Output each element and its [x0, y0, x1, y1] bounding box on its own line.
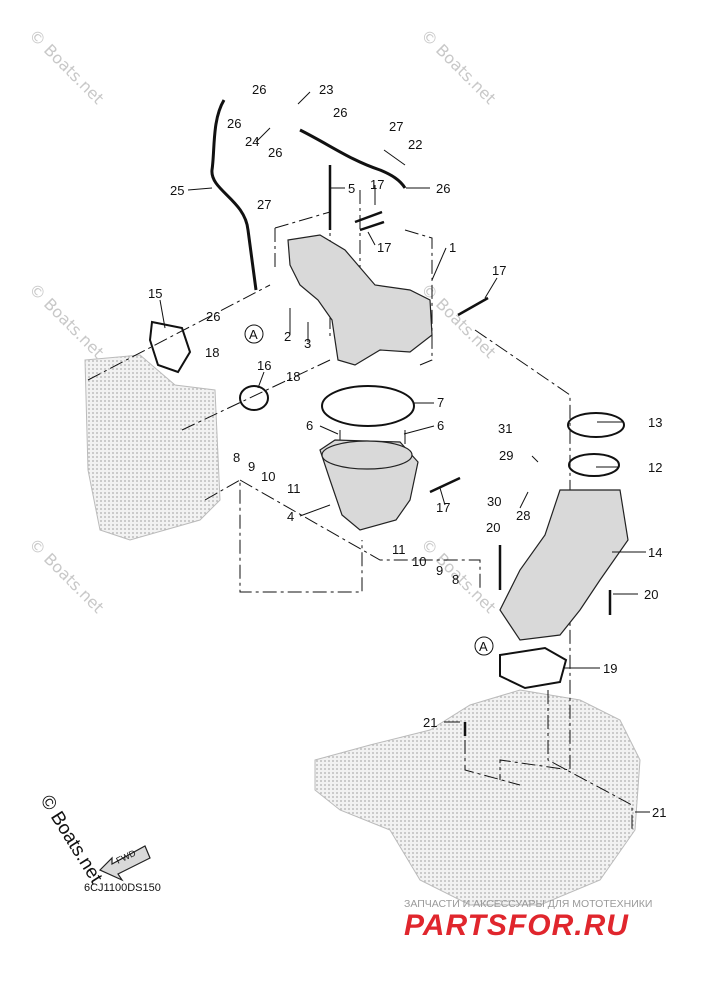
callout: 12	[648, 460, 662, 475]
diagram-code: 6CJ1100DS150	[84, 882, 161, 894]
callout: 24	[245, 134, 259, 149]
callout: 26	[436, 181, 450, 196]
bolts	[328, 165, 612, 736]
watermark: © Boats.net	[25, 25, 107, 107]
callout: 18	[205, 345, 219, 360]
callout: 30	[487, 494, 501, 509]
callout: 9	[436, 563, 443, 578]
gasket-part-19	[499, 646, 568, 690]
callout: 20	[486, 520, 500, 535]
callout: 31	[498, 421, 512, 436]
watermark: © Boats.net	[25, 279, 107, 361]
alignment-line	[87, 284, 271, 381]
alignment-line	[204, 479, 363, 593]
hose-part-22	[299, 128, 407, 189]
callout: 17	[377, 240, 391, 255]
callout: 22	[408, 137, 422, 152]
reference-marker-a: A	[479, 639, 488, 654]
copyright-watermark: © Boats.net	[36, 792, 107, 888]
callout-numbers: 1 2 3 4 5 6 6 7 8 9 10 11 8 9 10 11 12 1…	[148, 82, 666, 820]
callout: 17	[492, 263, 506, 278]
callout: 8	[452, 572, 459, 587]
watermark: © Boats.net	[417, 25, 499, 107]
callout: 27	[389, 119, 403, 134]
hose-part-25	[210, 99, 258, 291]
callout: 2	[284, 329, 291, 344]
shop-tagline: ЗАПЧАСТИ И АКСЕССУАРЫ ДЛЯ МОТОТЕХНИКИ	[404, 898, 652, 910]
callout: 5	[348, 181, 355, 196]
callout: 17	[370, 177, 384, 192]
callout: 25	[170, 183, 184, 198]
callout: 26	[227, 116, 241, 131]
callout: 11	[392, 542, 406, 557]
callout: 29	[499, 448, 513, 463]
engine-block-ghost	[84, 354, 221, 541]
alignment-line	[181, 359, 331, 431]
callout: 28	[516, 508, 530, 523]
reference-marker-a-circle	[244, 324, 264, 344]
callout: 26	[252, 82, 266, 97]
alignment-line	[547, 690, 633, 830]
callout: 27	[257, 197, 271, 212]
reference-marker-a: A	[249, 327, 258, 342]
callout: 6	[437, 418, 444, 433]
callout: 4	[287, 509, 294, 524]
callout: 8	[233, 450, 240, 465]
watermark: © Boats.net	[25, 534, 107, 616]
callout: 20	[644, 587, 658, 602]
callout: 3	[304, 336, 311, 351]
callout: 6	[306, 418, 313, 433]
callout: 26	[268, 145, 282, 160]
callout: 7	[437, 395, 444, 410]
callout: 21	[423, 715, 437, 730]
callout: 16	[257, 358, 271, 373]
callout: 11	[287, 481, 301, 496]
callout: 13	[648, 415, 662, 430]
gasket-part-12	[568, 453, 620, 477]
callout: 23	[319, 82, 333, 97]
oring-part-16	[239, 385, 269, 411]
callout: 9	[248, 459, 255, 474]
callout-leaders	[159, 91, 650, 813]
alignment-line	[464, 740, 521, 786]
alignment-line	[274, 211, 433, 366]
callout: 18	[286, 369, 300, 384]
callout: 10	[261, 469, 275, 484]
reference-marker-a-circle	[474, 636, 494, 656]
callout: 19	[603, 661, 617, 676]
exhaust-elbow-part-14	[499, 489, 629, 641]
gasket-part-13	[567, 412, 625, 438]
callout: 17	[436, 500, 450, 515]
gasket-part-15	[148, 320, 192, 374]
gasket-part-7	[321, 385, 415, 427]
callout: 26	[333, 105, 347, 120]
shop-logo: PARTSFOR.RU	[404, 909, 629, 942]
fwd-arrow-icon	[98, 845, 151, 882]
alignment-line	[474, 329, 571, 780]
callout: 21	[652, 805, 666, 820]
callout: 10	[412, 554, 426, 569]
alignment-line	[239, 479, 481, 590]
exhaust-manifold-part-1	[287, 234, 433, 366]
callout: 1	[449, 240, 456, 255]
hull-ghost	[314, 689, 641, 906]
callout: 26	[206, 309, 220, 324]
chamber-flange	[321, 440, 413, 470]
callout: 14	[648, 545, 662, 560]
callout: 15	[148, 286, 162, 301]
